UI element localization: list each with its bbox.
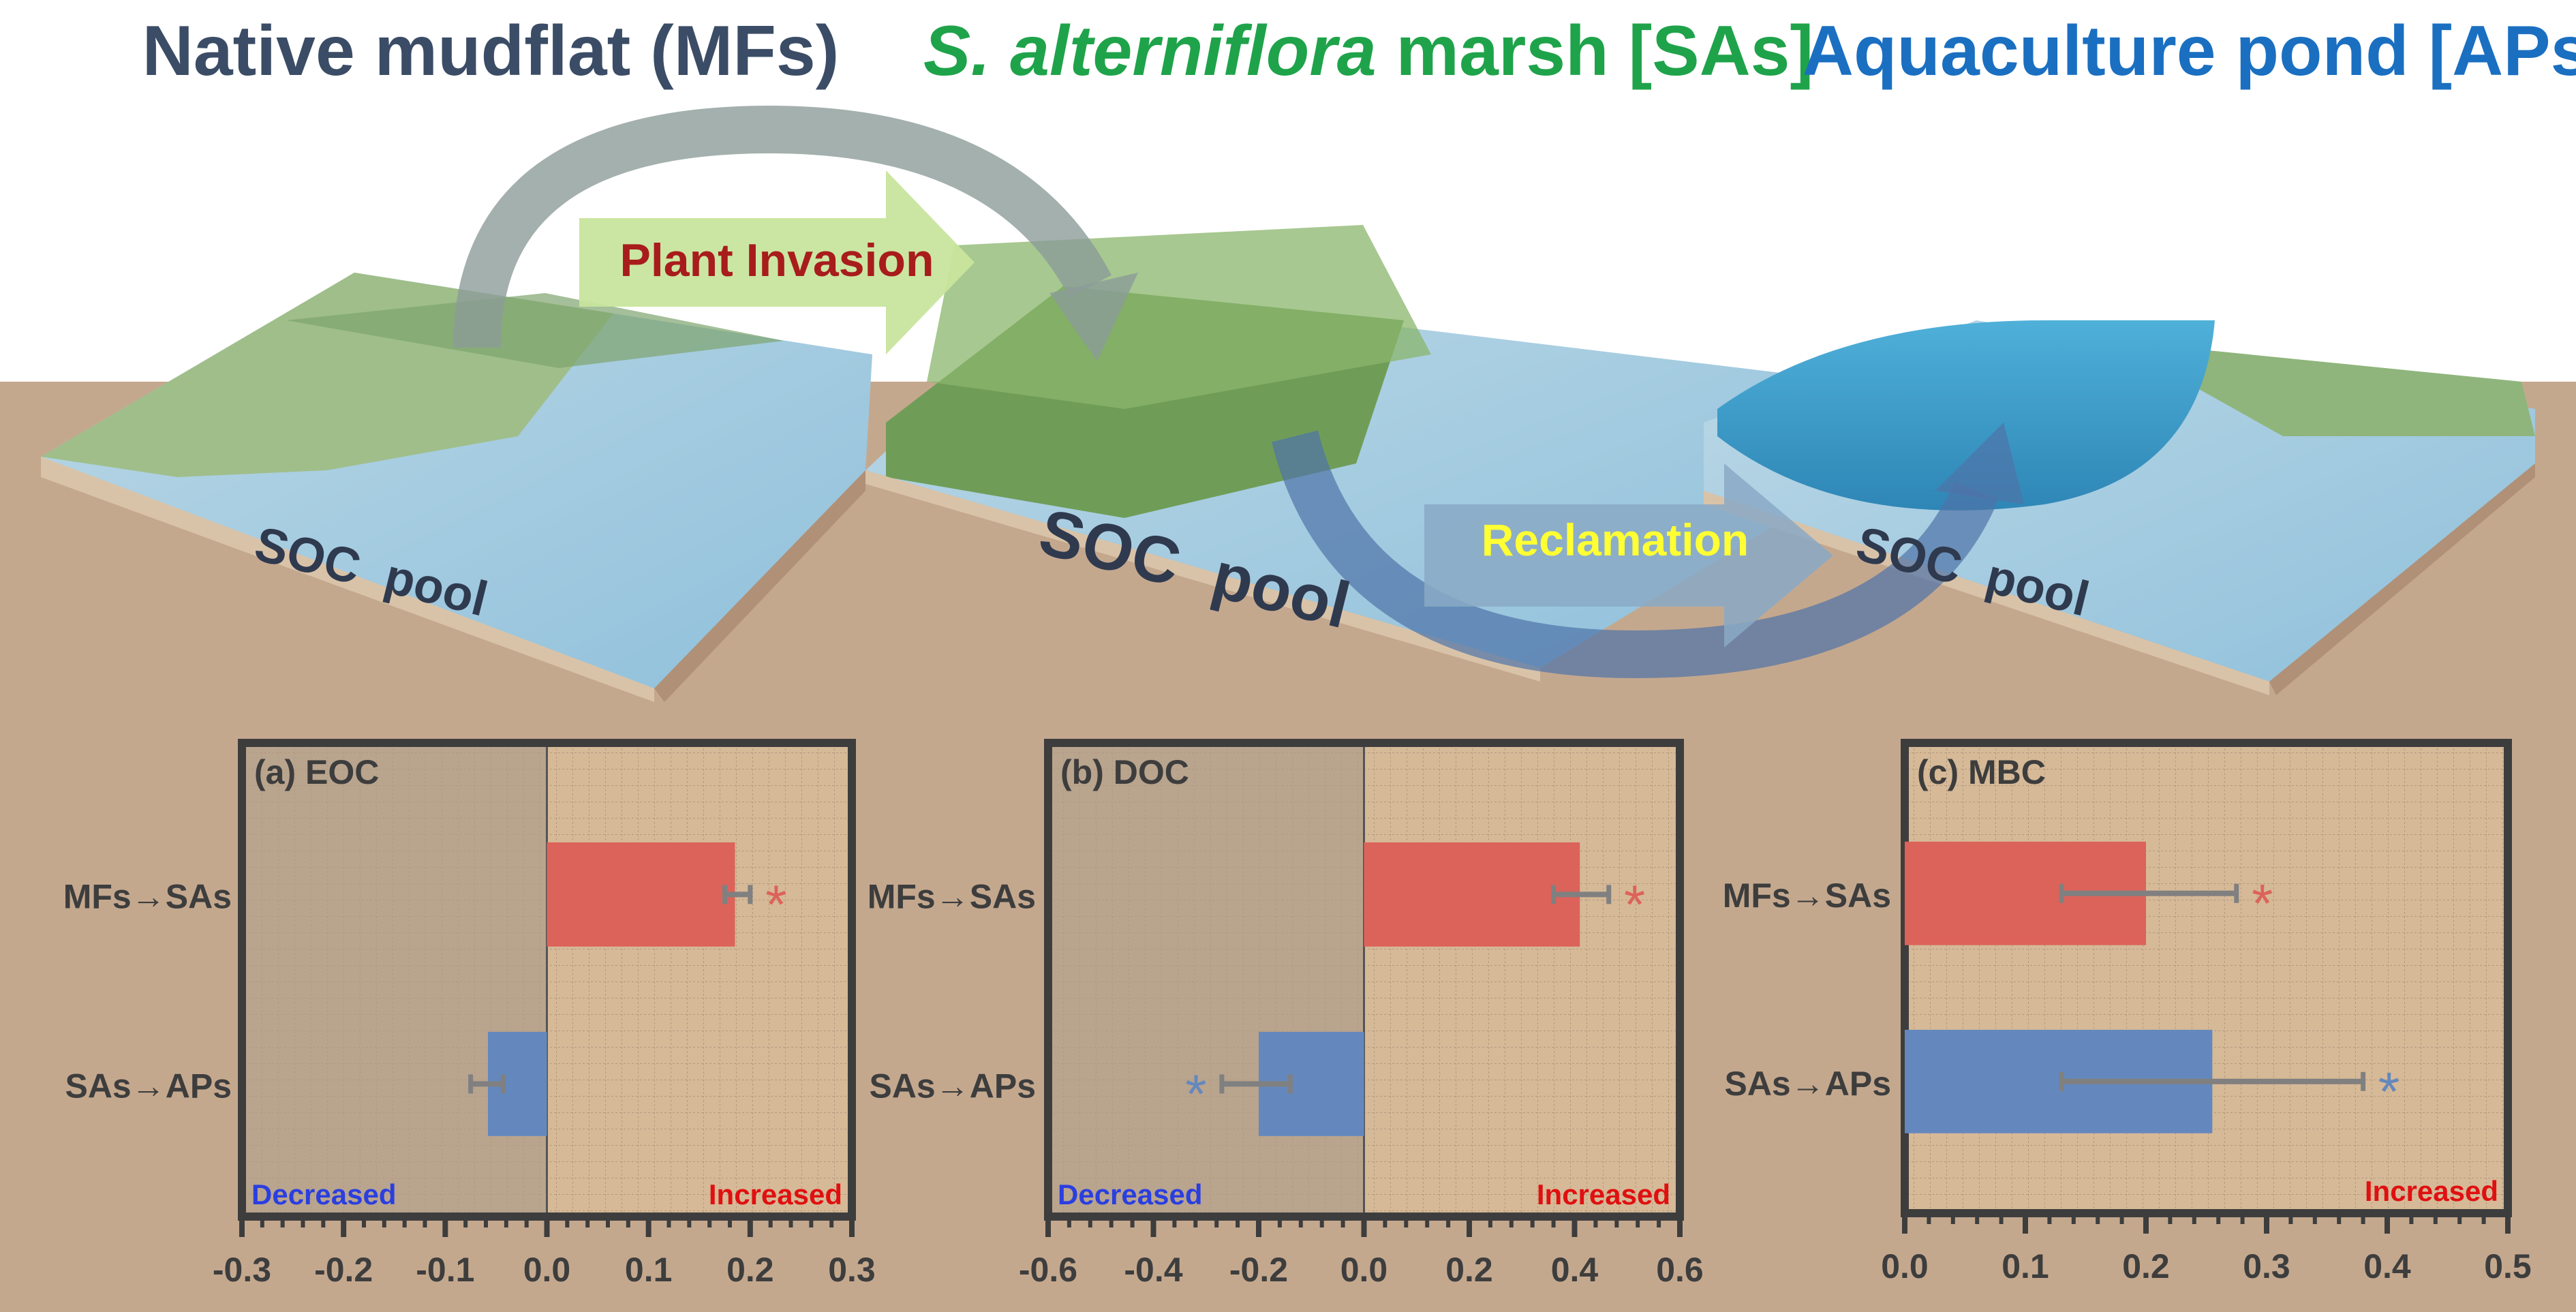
x-tick-label: 0.0: [523, 1251, 571, 1289]
landscape-mudflat: [41, 273, 872, 702]
x-tick-label: -0.1: [416, 1251, 474, 1289]
category-label: MFs→SAs: [1723, 876, 1891, 915]
decreased-label: Decreased: [1058, 1178, 1202, 1210]
x-tick-label: 0.4: [2363, 1247, 2411, 1285]
landscape-pond: [1704, 320, 2535, 695]
category-label: SAs→APs: [1724, 1065, 1891, 1103]
title-marsh-rest: marsh [SAs]: [1377, 12, 1814, 91]
panel-title: (a) EOC: [254, 753, 379, 791]
category-label: MFs→SAs: [63, 877, 232, 915]
significance-asterisk: *: [1185, 1063, 1206, 1124]
x-tick-label: 0.2: [726, 1251, 774, 1289]
plot-grid: [1905, 743, 2508, 1213]
pond-water: [1717, 320, 2215, 510]
reclamation-arrow: [1424, 463, 1833, 647]
x-tick-label: 0.4: [1551, 1251, 1599, 1289]
significance-asterisk: *: [2378, 1061, 2399, 1122]
title-marsh-species: S. alterniflora: [923, 12, 1377, 91]
x-tick-label: 0.1: [2002, 1247, 2049, 1285]
significance-asterisk: *: [765, 874, 786, 934]
x-tick-label: 0.1: [625, 1251, 673, 1289]
x-tick-label: 0.2: [1445, 1251, 1493, 1289]
x-tick-label: 0.3: [828, 1251, 876, 1289]
x-tick-label: -0.3: [213, 1251, 271, 1289]
x-axis-label: Weighted response ratio: [1992, 1310, 2421, 1312]
x-tick-label: -0.2: [1229, 1251, 1288, 1289]
increased-label: Increased: [2365, 1175, 2498, 1207]
category-label: SAs→APs: [65, 1067, 232, 1105]
increased-label: Increased: [709, 1178, 842, 1210]
bar-mfs-to-sas: [547, 842, 735, 947]
category-label: SAs→APs: [869, 1067, 1036, 1105]
x-tick-label: 0.0: [1881, 1247, 1929, 1285]
panel-title: (c) MBC: [1917, 753, 2046, 791]
plant-invasion-arrow: [579, 170, 975, 354]
x-tick-label: 0.2: [2122, 1247, 2170, 1285]
invasion-curve-arrow: [453, 105, 1112, 348]
reclamation-curve-arrow: [1272, 430, 1999, 679]
panel-title: (b) DOC: [1060, 753, 1189, 791]
x-tick-label: 0.0: [1340, 1251, 1388, 1289]
x-tick-label: -0.4: [1124, 1251, 1182, 1289]
x-tick-label: 0.3: [2243, 1247, 2290, 1285]
title-marsh: S. alterniflora marsh [SAs]: [923, 12, 1813, 91]
title-pond: Aquaculture pond [APs]: [1803, 12, 2576, 91]
plant-invasion-label: Plant Invasion: [620, 234, 934, 286]
bar-mfs-to-sas: [1364, 842, 1580, 947]
reclamation-label: Reclamation: [1482, 515, 1749, 565]
x-tick-label: -0.2: [314, 1251, 373, 1289]
increased-label: Increased: [1537, 1178, 1670, 1210]
title-mudflat: Native mudflat (MFs): [142, 12, 840, 91]
category-label: MFs→SAs: [868, 877, 1036, 915]
plot-frame: [1901, 739, 2512, 1217]
x-tick-label: 0.5: [2484, 1247, 2532, 1285]
decreased-label: Decreased: [251, 1178, 396, 1210]
x-tick-label: 0.6: [1656, 1251, 1704, 1289]
significance-asterisk: *: [2252, 873, 2273, 934]
x-tick-label: -0.6: [1019, 1251, 1077, 1289]
significance-asterisk: *: [1624, 874, 1645, 934]
